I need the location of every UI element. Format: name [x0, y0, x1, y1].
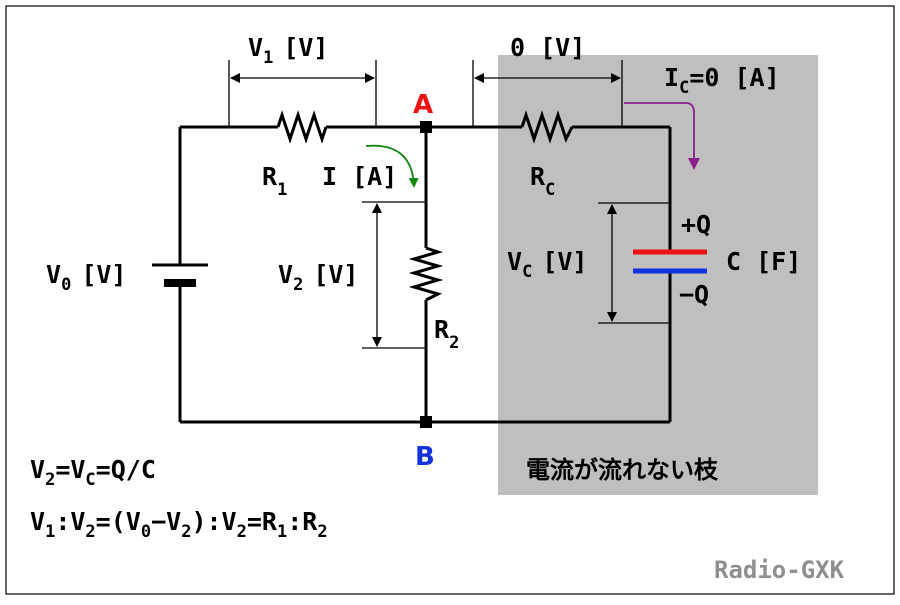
equation-subscript: C [85, 470, 95, 490]
figure-frame [5, 5, 895, 595]
r1-label: R1 [262, 162, 287, 200]
vc-dimension [598, 202, 670, 324]
v1-label: V1[V] [248, 33, 328, 68]
equation-segment: =R [247, 507, 278, 536]
capacitor-label: C [F] [726, 247, 801, 276]
equation-segment: :R [287, 507, 318, 536]
equation-segment: =V [55, 455, 85, 484]
equation-2: V1:V2=(V0−V2):V2=R1:R2 [30, 507, 328, 542]
equation-subscript: 2 [317, 522, 327, 542]
current-arrow [365, 144, 419, 188]
equation-subscript: 2 [181, 522, 191, 542]
zero-volt-label: 0 [V] [510, 33, 585, 62]
vc-label: VC[V] [507, 247, 587, 282]
v2-dimension [362, 201, 426, 349]
equation-segment: V [30, 455, 45, 484]
node-b-label: B [415, 442, 435, 472]
v2-label: V2[V] [278, 260, 358, 295]
watermark: Radio-GXK [714, 556, 845, 584]
equation-segment: =Q/C [96, 455, 156, 484]
equation-1: V2=VC=Q/C [30, 455, 156, 490]
v1-dimension [228, 60, 377, 127]
equation-subscript: 2 [85, 522, 95, 542]
r2-label: R2 [434, 315, 459, 353]
resistor-r2 [408, 246, 444, 302]
equation-subscript: 0 [141, 522, 151, 542]
equation-subscript: 1 [45, 522, 55, 542]
equation-segment: =(V [96, 507, 141, 536]
node-a-label: A [413, 90, 433, 120]
current-label: I [A] [322, 162, 397, 191]
equation-subscript: 1 [277, 522, 287, 542]
equation-subscript: 2 [237, 522, 247, 542]
minus-q-label: −Q [679, 280, 709, 309]
rc-label: RC [530, 162, 555, 200]
equation-segment: −V [151, 507, 181, 536]
node-a-dot [420, 121, 432, 133]
equation-segment: ):V [191, 507, 236, 536]
plus-q-label: +Q [681, 210, 711, 239]
resistor-r1 [276, 110, 328, 144]
equation-subscript: 2 [45, 470, 55, 490]
equation-segment: V [30, 507, 45, 536]
v0-label: V0[V] [46, 260, 126, 295]
zero-volt-dimension [472, 60, 623, 127]
node-b-dot [420, 416, 432, 428]
equation-segment: :V [55, 507, 85, 536]
resistor-rc [520, 110, 574, 144]
no-current-branch-label: 電流が流れない枝 [526, 456, 719, 484]
ic-label: IC=0 [A] [664, 63, 780, 98]
ic-current-arrow [624, 102, 700, 170]
